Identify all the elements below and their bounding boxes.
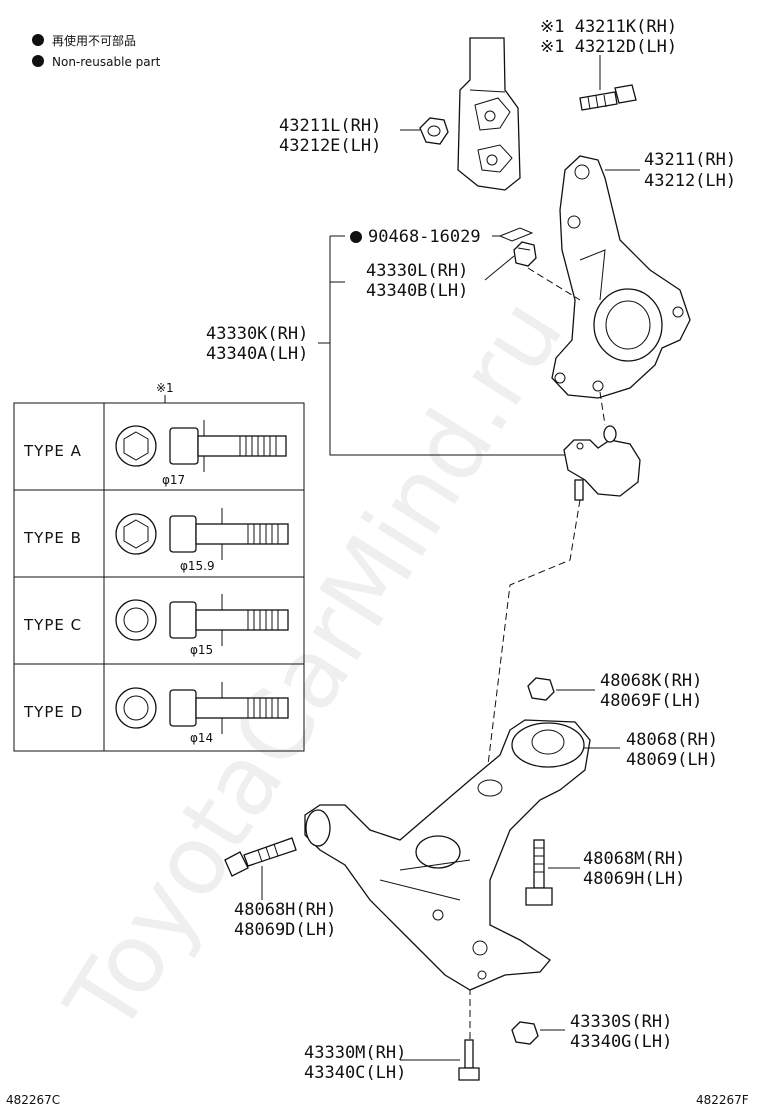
callout-front-bolt-lh: 48069D(LH) [234, 920, 336, 940]
type-diameter: φ15.9 [180, 559, 215, 573]
strut-bracket-drawing [457, 37, 521, 191]
ball-joint-drawing [563, 425, 641, 501]
callout-pin: 90468-16029 [368, 227, 481, 247]
callout-arm-bolt-lh: 48069H(LH) [583, 869, 685, 889]
callout-front-bolt-rh: 48068H(RH) [234, 900, 336, 920]
lower-arm-drawing [304, 719, 591, 991]
type-label: TYPE A [23, 442, 82, 460]
callout-joint-nut-rh: 43330S(RH) [570, 1012, 672, 1032]
type-table: ※1 TYPE A φ17 TYPE B φ15.9 [13, 381, 305, 752]
joint-nut-drawing [511, 1021, 539, 1045]
arm-nut-drawing [527, 677, 555, 701]
callout-ball-lh: 43340A(LH) [206, 344, 308, 364]
callout-bolt-rh: ※1 43211K(RH) [540, 17, 677, 37]
callout-arm-lh: 48069(LH) [626, 750, 718, 770]
non-reusable-marker-icon [350, 231, 362, 243]
type-diameter: φ17 [162, 473, 185, 487]
legend-en: Non-reusable part [52, 55, 161, 69]
strut-nut-drawing [419, 117, 449, 145]
callout-joint-bolt-lh: 43340C(LH) [304, 1063, 406, 1083]
footer-right-code: 482267F [696, 1093, 749, 1107]
callout-nut-rh: 43211L(RH) [279, 116, 381, 136]
steering-knuckle-drawing [551, 155, 691, 399]
type-table-header: ※1 [156, 381, 174, 395]
type-row: TYPE A φ17 [23, 420, 287, 487]
type-row: TYPE D φ14 [23, 682, 289, 745]
type-diameter: φ14 [190, 731, 213, 745]
non-reusable-marker-icon [32, 34, 44, 46]
cotter-pin-drawing [498, 227, 534, 242]
callout-arm-nut-rh: 48068K(RH) [600, 671, 702, 691]
callout-bolt-lh: ※1 43212D(LH) [540, 37, 677, 57]
type-row: TYPE B φ15.9 [23, 508, 289, 573]
callout-arm-rh: 48068(RH) [626, 730, 718, 750]
callout-arm-nut-lh: 48069F(LH) [600, 691, 702, 711]
front-bolt-drawing [224, 837, 297, 877]
callout-nut-lh: 43212E(LH) [279, 136, 381, 156]
type-label: TYPE D [23, 703, 83, 721]
arm-bolt-drawing [525, 839, 553, 906]
callout-joint-nut-lh: 43340G(LH) [570, 1032, 672, 1052]
footer-left-code: 482267C [6, 1093, 60, 1107]
knuckle-bolt-drawing [579, 84, 637, 111]
callout-castle-rh: 43330L(RH) [366, 261, 468, 281]
callout-arm-bolt-rh: 48068M(RH) [583, 849, 685, 869]
callout-joint-bolt-rh: 43330M(RH) [304, 1043, 406, 1063]
type-diameter: φ15 [190, 643, 213, 657]
type-label: TYPE C [23, 616, 82, 634]
callout-knuckle-lh: 43212(LH) [644, 171, 736, 191]
joint-bolt-drawing [458, 1039, 480, 1081]
non-reusable-marker-icon [32, 55, 44, 67]
callout-knuckle-rh: 43211(RH) [644, 150, 736, 170]
type-row: TYPE C φ15 [23, 594, 289, 657]
legend-ja: 再使用不可部品 [52, 33, 136, 48]
type-label: TYPE B [23, 529, 82, 547]
castle-nut-drawing [513, 241, 537, 267]
callout-castle-lh: 43340B(LH) [366, 281, 468, 301]
callout-ball-rh: 43330K(RH) [206, 324, 308, 344]
